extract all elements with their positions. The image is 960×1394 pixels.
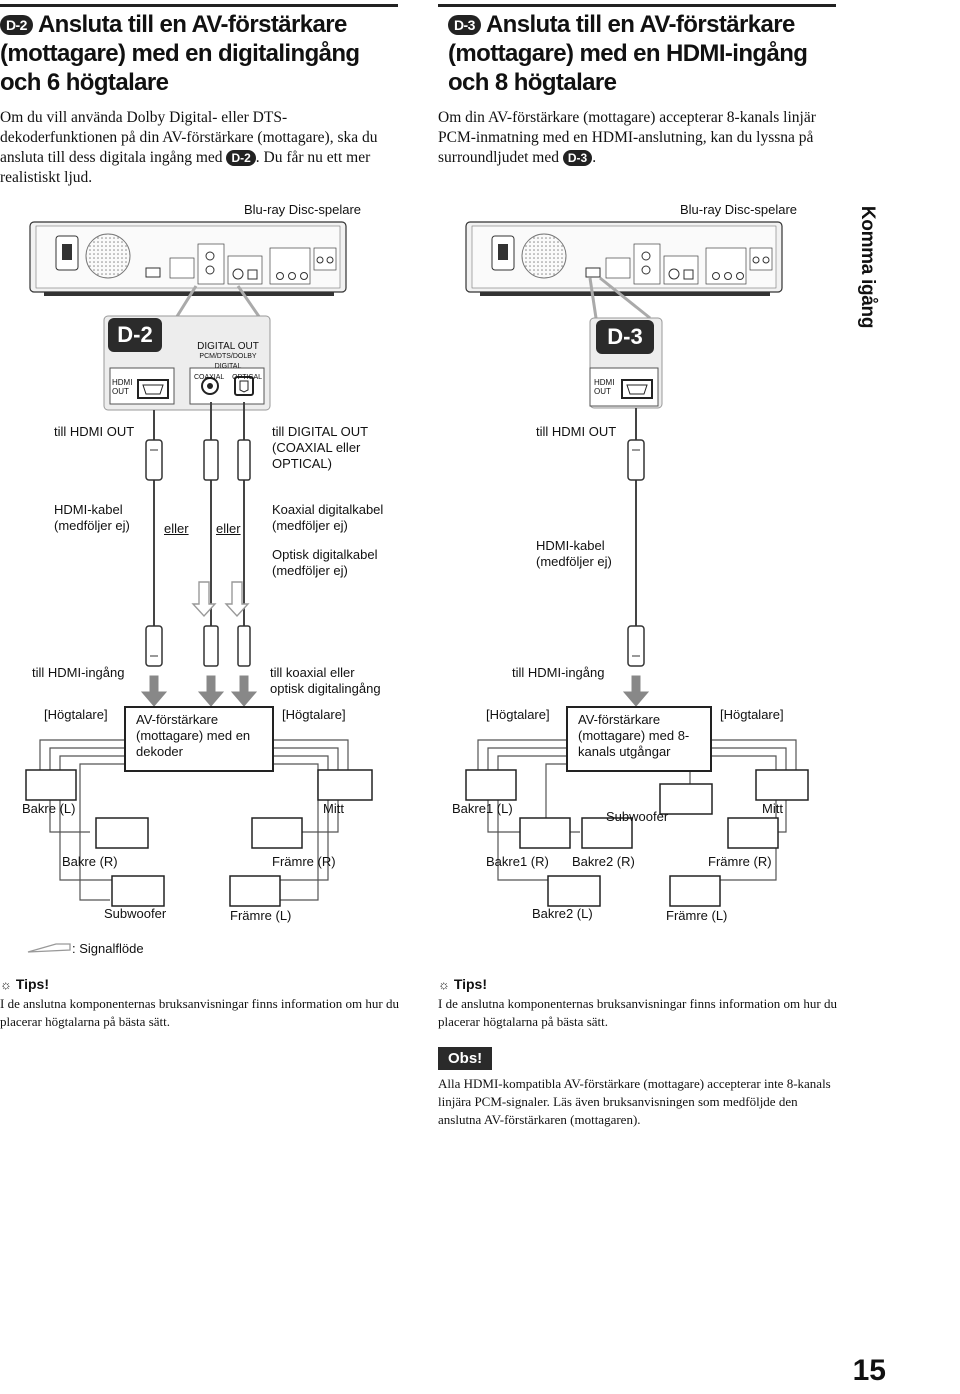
speaker-front-r-d3: Främre (R) — [708, 854, 772, 869]
player-label-d3: Blu-ray Disc-spelare — [680, 202, 798, 217]
lightbulb-icon: ☼ — [438, 977, 450, 992]
coax-cable: Koaxial digitalkabel (medföljer ej) — [272, 502, 384, 533]
speaker-center-d2: Mitt — [323, 801, 344, 816]
tips-heading-d2: ☼ Tips! — [0, 976, 50, 992]
section-badge-d2: D-2 — [0, 15, 33, 35]
intro-d3: Om din AV-förstärkare (mottagare) accept… — [438, 109, 816, 166]
inline-badge-d3: D-3 — [562, 150, 593, 166]
to-hdmi-out-d2: till HDMI OUT — [54, 424, 135, 439]
speaker-center-d3: Mitt — [762, 801, 783, 816]
speakers-label-1-d3: [Högtalare] — [486, 707, 550, 722]
player-rear-panel-d3 — [465, 221, 783, 296]
speaker-rear1-l: Bakre1 (L) — [452, 801, 513, 816]
hdmi-out-port-label-d3: HDMI OUT — [594, 378, 615, 396]
digital-out-label: DIGITAL OUT PCM/DTS/DOLBY DIGITAL COAXIA… — [193, 341, 263, 382]
speaker-front-l-d3: Främre (L) — [666, 908, 728, 923]
speaker-subwoofer-d2: Subwoofer — [104, 906, 167, 921]
to-coax-in: till koaxial eller optisk digitalingång — [270, 665, 381, 696]
hdmi-out-port-label-d2: HDMI OUT — [112, 378, 133, 396]
top-rule-right — [438, 4, 836, 7]
tips-body-d3: I de anslutna komponenternas bruksanvisn… — [438, 996, 837, 1029]
amplifier-d2: AV-förstärkare (mottagare) med en dekode… — [124, 706, 274, 772]
to-digital-out: till DIGITAL OUT (COAXIAL eller OPTICAL) — [272, 424, 368, 471]
diagram-badge-d2: D-2 — [108, 318, 162, 352]
to-hdmi-out-d3: till HDMI OUT — [536, 424, 617, 439]
intro-d2: Om du vill använda Dolby Digital- eller … — [0, 109, 378, 186]
tips-body-d2: I de anslutna komponenternas bruksanvisn… — [0, 996, 399, 1029]
speakers-label-1-d2: [Högtalare] — [44, 707, 108, 722]
to-hdmi-in-d2: till HDMI-ingång — [32, 665, 125, 680]
hdmi-cable-d2: HDMI-kabel (medföljer ej) — [54, 502, 130, 533]
speaker-rear-l: Bakre (L) — [22, 801, 76, 816]
speaker-rear2-l: Bakre2 (L) — [532, 906, 593, 921]
to-hdmi-in-d3: till HDMI-ingång — [512, 665, 605, 680]
hdmi-cable-d3: HDMI-kabel (medföljer ej) — [536, 538, 612, 569]
diagram-badge-d3: D-3 — [596, 320, 654, 354]
amplifier-d3: AV-förstärkare (mottagare) med 8-kanals … — [566, 706, 712, 772]
speakers-label-2-d3: [Högtalare] — [720, 707, 784, 722]
page-number: 15 — [852, 1354, 886, 1387]
section-badge-d3: D-3 — [448, 15, 481, 35]
section-title-d2: D-2 Ansluta till en AV-förstärkare (mott… — [0, 11, 360, 96]
section-title-d3: D-3 Ansluta till en AV-förstärkare (mott… — [448, 11, 808, 96]
eller-1: eller — [164, 521, 189, 536]
speaker-rear-r: Bakre (R) — [62, 854, 118, 869]
inline-badge-d2: D-2 — [226, 150, 256, 166]
speaker-rear1-r: Bakre1 (R) — [486, 854, 549, 869]
top-rule-left — [0, 4, 398, 7]
player-label-d2: Blu-ray Disc-spelare — [244, 202, 362, 217]
signal-flow-legend: : Signalflöde — [72, 941, 144, 956]
tips-heading-d3: ☼ Tips! — [438, 976, 488, 992]
obs-label: Obs! — [438, 1047, 493, 1070]
player-rear-panel-d2 — [29, 221, 347, 296]
obs-body: Alla HDMI-kompatibla AV-förstärkare (mot… — [438, 1076, 831, 1127]
speaker-subwoofer-d3: Subwoofer — [606, 809, 669, 824]
lightbulb-icon: ☼ — [0, 977, 12, 992]
optic-cable: Optisk digitalkabel (medföljer ej) — [272, 547, 378, 578]
speaker-front-r-d2: Främre (R) — [272, 854, 336, 869]
speaker-rear2-r: Bakre2 (R) — [572, 854, 635, 869]
speakers-label-2-d2: [Högtalare] — [282, 707, 346, 722]
eller-2: eller — [216, 521, 241, 536]
speaker-front-l-d2: Främre (L) — [230, 908, 292, 923]
